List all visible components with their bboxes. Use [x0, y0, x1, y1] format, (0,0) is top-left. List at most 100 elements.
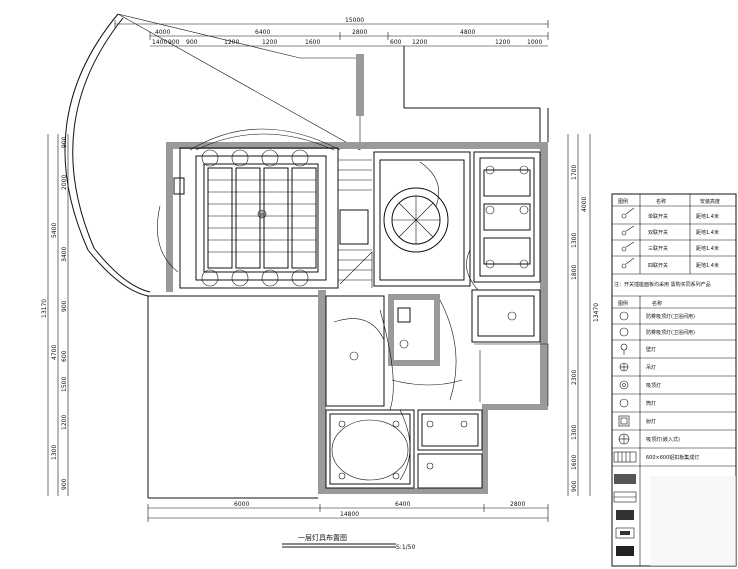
top-dim-r2-g: 600 [390, 39, 402, 46]
right-seg-3: 1800 [571, 265, 578, 280]
legend-light-6: 筒灯 [646, 400, 656, 407]
left-seg-7: 1300 [51, 445, 58, 460]
top-dim-left-4000: 4000 [155, 29, 170, 36]
legend-light-3: 壁灯 [646, 346, 656, 353]
top-dim-r2-d: 1200 [224, 39, 239, 46]
legend-header-name: 名称 [656, 198, 666, 205]
left-seg-2: 900 [61, 300, 68, 312]
right-total-dim: 13470 [593, 303, 600, 322]
legend-switch-name-1: 单联开关 [648, 213, 668, 220]
right-seg-4: 2300 [571, 370, 578, 385]
legend-note: 注：开关插座面板均采用 需购买同系列产品 [614, 281, 711, 288]
switch-symbol-4 [621, 257, 635, 269]
legend-switch-height-1: 距地1.4米 [696, 213, 719, 220]
top-dim-r2-a: 1400 [152, 39, 167, 46]
bath-ceiling-light-icon [619, 311, 629, 321]
legend-swatch-5 [616, 546, 634, 556]
legend-header-height: 安装高度 [700, 198, 720, 205]
right-seg-0: 1700 [571, 165, 578, 180]
legend-table: 图例 名称 安装高度 单联开关 距地1.4米 双联开关 距地1.4米 三联开关 … [611, 193, 737, 567]
room-center-round-ceiling [373, 151, 471, 287]
left-seg-4: 600 [61, 350, 68, 362]
left-mid-dim-b: 3400 [61, 247, 68, 262]
legend-switch-name-4: 四联开关 [648, 262, 668, 269]
legend-header-symbol: 图例 [618, 198, 628, 205]
legend-switch-height-2: 距地1.4米 [696, 229, 719, 236]
switch-symbol-3 [621, 241, 635, 252]
legend-light-7: 射灯 [646, 418, 656, 425]
room-mid-right [471, 289, 549, 406]
spotlight-icon [618, 415, 630, 427]
left-dimension-chain: 13170 5400 2000 3400 900 900 4700 600 15… [41, 134, 69, 496]
right-seg-5: 1300 [571, 425, 578, 440]
legend-swatch-4 [615, 527, 635, 539]
left-seg-5: 1500 [61, 377, 68, 392]
bath-ceiling-light-icon-2 [619, 327, 629, 337]
top-dim-r2-e: 1200 [262, 39, 277, 46]
left-upper-dim: 5400 [51, 223, 58, 238]
room-mid-bath [388, 294, 440, 366]
bottom-total-dim: 14800 [340, 511, 359, 518]
drawing-title: 一层灯具布置图 [298, 533, 347, 542]
room-upper-left [157, 128, 369, 289]
aluminum-panel-light-icon [613, 451, 637, 463]
curved-balcony [64, 13, 361, 297]
left-seg-0: 900 [61, 136, 68, 148]
legend-switch-height-4: 距地1.4米 [696, 262, 719, 269]
legend-switch-name-3: 三联开关 [648, 245, 668, 252]
room-mid-left [325, 295, 385, 407]
legend-light-header-symbol: 图例 [618, 300, 628, 307]
wiring-runs [379, 249, 479, 481]
left-mid-dim-a: 2000 [61, 175, 68, 190]
drawing-scale: S:1/50 [396, 544, 415, 551]
bottom-dim-6000: 6000 [234, 501, 249, 508]
top-dim-r2-j: 1000 [527, 39, 542, 46]
right-seg-7: 900 [571, 480, 578, 492]
stair-area [338, 159, 373, 288]
legend-swatch-2 [613, 491, 637, 503]
legend-switch-name-2: 双联开关 [648, 229, 668, 236]
watermark-area [650, 476, 736, 566]
room-lower-mid [417, 409, 483, 489]
top-dimension-chain: 15000 4000 6400 2800 4800 1400 900 900 1… [114, 17, 549, 47]
downlight-icon [619, 398, 629, 408]
drawing-title-block: 一层灯具布置图 S:1/50 [282, 533, 415, 551]
recessed-ceiling-light-icon [618, 433, 630, 445]
top-dim-r2-b: 900 [168, 39, 180, 46]
right-dimension-chain: 13470 1700 4000 1300 1800 2300 1300 1600… [567, 134, 600, 496]
switch-symbol-1 [621, 207, 635, 219]
top-dim-6400: 6400 [255, 29, 270, 36]
legend-switch-height-3: 距地1.4米 [696, 245, 719, 252]
bottom-dim-6400: 6400 [395, 501, 410, 508]
room-upper-right [473, 151, 541, 283]
pendant-light-icon [619, 362, 629, 372]
left-seg-8: 900 [61, 478, 68, 490]
left-total-dim: 13170 [41, 299, 48, 318]
top-dim-r2-i: 1200 [495, 39, 510, 46]
legend-light-8: 吸顶灯(嵌入式) [646, 436, 680, 443]
legend-swatch-1 [614, 474, 636, 484]
legend-light-9: 600×600铝扣板集成灯 [646, 454, 699, 461]
legend-light-2: 防雾吸顶灯(卫浴间用) [646, 329, 695, 336]
ceiling-light-icon [619, 380, 629, 390]
legend-light-4: 吊灯 [646, 364, 656, 371]
right-seg-1: 4000 [581, 197, 588, 212]
top-dim-4800: 4800 [460, 29, 475, 36]
switch-symbol-2 [621, 225, 635, 236]
top-dim-r2-c: 900 [186, 39, 198, 46]
left-seg-6: 1200 [61, 415, 68, 430]
legend-light-1: 防雾吸顶灯(卫浴间用) [646, 313, 695, 320]
bottom-dimension-chain: 6000 6400 2800 14800 [147, 501, 549, 522]
top-total-dim: 15000 [345, 17, 364, 24]
top-dim-r2-f: 1600 [305, 39, 320, 46]
wall-light-icon [620, 343, 628, 355]
room-lower-left [325, 409, 415, 489]
building-outline [147, 46, 549, 499]
bottom-dim-2800: 2800 [510, 501, 525, 508]
legend-light-5: 吸顶灯 [646, 382, 661, 389]
legend-swatch-3 [616, 510, 634, 520]
left-seg-3: 4700 [51, 345, 58, 360]
legend-light-header-name: 名称 [652, 300, 662, 307]
top-dim-r2-h: 1200 [412, 39, 427, 46]
